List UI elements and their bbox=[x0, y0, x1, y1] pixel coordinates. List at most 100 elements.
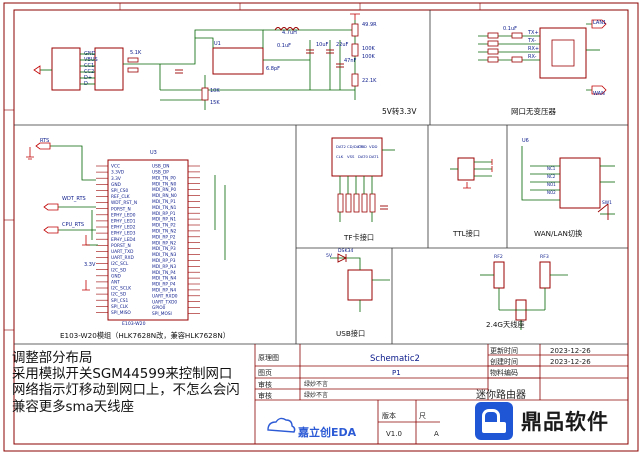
frame-ruler bbox=[4, 3, 481, 331]
tb-update-time: 2023-12-26 bbox=[550, 347, 591, 355]
watermark-text: 鼎品软件 bbox=[521, 410, 609, 434]
usb-wires bbox=[40, 53, 161, 90]
r-10k-label: 100K bbox=[362, 46, 376, 52]
buck-value-labels: 49.9R 100K 100K 22.1K 0.1uF 10uF 22uF 47… bbox=[210, 22, 377, 106]
svg-text:NC1: NC1 bbox=[547, 166, 556, 171]
antenna-connectors[interactable] bbox=[493, 261, 551, 321]
tb-label-update: 更新时间 bbox=[490, 346, 518, 355]
eda-logo-text: 嘉立创EDA bbox=[297, 425, 357, 439]
module-gnd-symbols bbox=[26, 147, 90, 291]
tf-pin-label: CLK bbox=[336, 154, 344, 159]
chip-name: E103-W20 bbox=[122, 321, 146, 327]
tf-card-socket[interactable] bbox=[331, 137, 383, 177]
antenna-wires bbox=[480, 274, 568, 330]
ttl-connector[interactable] bbox=[457, 157, 475, 181]
cc-r-label: 5.1K bbox=[130, 50, 142, 56]
tf-resistor-array bbox=[337, 193, 376, 213]
chip-pin-label: I2C_SD bbox=[111, 267, 127, 273]
usb-port[interactable] bbox=[347, 269, 373, 301]
usb-diode-label: DSK34 bbox=[338, 248, 353, 254]
tb-name: Schematic2 bbox=[370, 354, 420, 364]
u6-ref: U6 bbox=[522, 138, 529, 144]
chip-pin-label: ANT bbox=[111, 280, 120, 286]
chip-pin-label: I2C_SD bbox=[111, 292, 127, 298]
r-15k-label: 15K bbox=[210, 100, 220, 106]
rj45-pin-1: TX- bbox=[527, 38, 536, 44]
cap-10-label: 10uF bbox=[316, 42, 329, 48]
tf-pin-label: DAT1 bbox=[369, 154, 379, 159]
chip-pin-label: MDI_RN_P0 bbox=[152, 187, 176, 193]
buck-section[interactable] bbox=[212, 47, 264, 75]
chip-right-pins: USB_DNUSB_DPMDI_TN_P0MDI_TN_N0MDI_RN_P0M… bbox=[152, 164, 200, 317]
tb-page: P1 bbox=[392, 369, 401, 377]
u3-ref: U3 bbox=[150, 150, 157, 156]
cc-resistors bbox=[127, 57, 139, 73]
svg-text:NC2: NC2 bbox=[547, 174, 556, 179]
chip-pin-label: MDI_TN_P2 bbox=[152, 223, 176, 229]
tb-size: A bbox=[434, 430, 439, 438]
chip-left-pins: VCC3.3VD3.3VGNDSPI_CS0REF_CLKWDT_RST_NPO… bbox=[96, 164, 137, 316]
chip-pin-label: MDI_RP_P3 bbox=[152, 258, 176, 264]
module-net-labels: RTS WDT_RTS CPU_RTS 3.3V bbox=[40, 138, 96, 268]
r-49-label: 49.9R bbox=[362, 22, 377, 28]
chip-pin-label: 3.3V bbox=[111, 176, 121, 182]
chip-pin-label: REF_CLK bbox=[111, 194, 130, 200]
cap-01-label: 0.1uF bbox=[277, 43, 291, 49]
ttl-wires bbox=[450, 161, 492, 177]
tf-pin-label: CMD bbox=[358, 144, 367, 149]
rf3-ref: RF3 bbox=[540, 254, 549, 260]
r-100k-label: 100K bbox=[362, 54, 376, 60]
net-lan1: LAN1 bbox=[593, 20, 606, 26]
wan-lan-wires bbox=[521, 146, 615, 215]
chip-pin-label: UART_TXD bbox=[111, 249, 134, 255]
chip-pin-label: SPI_MOSI bbox=[152, 311, 172, 317]
ttl-section-title: TTL接口 bbox=[452, 229, 480, 238]
tb-label-partno: 物料编码 bbox=[490, 368, 518, 377]
tf-pin-label: DAT0 bbox=[358, 154, 368, 159]
note-line-4: 兼容更多sma天线座 bbox=[12, 399, 134, 415]
title-block-text: 原理图 图页 审核 审核 更新时间 创建时间 物料编码 版本 尺 bbox=[258, 346, 518, 420]
usb-c-connector[interactable] bbox=[51, 47, 124, 91]
tb-review-1: 绿妙不言 bbox=[304, 380, 328, 388]
tf-pin-label: VDD bbox=[369, 144, 378, 149]
buck-inductor bbox=[274, 27, 300, 31]
tb-label-page: 图页 bbox=[258, 369, 272, 377]
chip-pin-label: I2C_SCL bbox=[111, 261, 129, 267]
rj45-pin-3: RX- bbox=[528, 54, 537, 60]
ttl-flags bbox=[463, 159, 493, 189]
l1-ref: 4.7uH bbox=[282, 30, 297, 36]
wifi-module-chip[interactable] bbox=[107, 159, 189, 321]
tb-create-time: 2023-12-26 bbox=[550, 358, 591, 366]
u1-ref: U1 bbox=[214, 41, 221, 47]
rj45-net-flags bbox=[591, 19, 607, 95]
antenna-section-title: 2.4G天线座 bbox=[486, 320, 525, 329]
section-dividers bbox=[14, 10, 628, 345]
buck-wires bbox=[160, 20, 356, 110]
net-wdt-rts: WDT_RTS bbox=[62, 196, 86, 202]
svg-text:NO1: NO1 bbox=[547, 182, 556, 187]
usb-section-title: USB接口 bbox=[336, 329, 365, 338]
edit-notes: 调整部分布局 采用模拟开关SGM44599来控制网口 网络指示灯移动到网口上，不… bbox=[12, 351, 282, 416]
tb-label-name: 原理图 bbox=[258, 354, 279, 362]
cap-ind-label: 6.8pF bbox=[266, 66, 280, 72]
cap-47-label: 47nF bbox=[344, 58, 357, 64]
left-gnd-flag bbox=[33, 65, 41, 75]
rj45-connector[interactable] bbox=[539, 27, 587, 79]
tf-pin-label: CD/DAT3 bbox=[347, 144, 364, 149]
sw1-ref: SW1 bbox=[602, 200, 612, 206]
rf2-ref: RF2 bbox=[494, 254, 503, 260]
chip-pin-label: SPI_CS1 bbox=[111, 298, 128, 304]
svg-text:NO2: NO2 bbox=[547, 190, 556, 195]
chip-pin-label: PORST_N bbox=[111, 206, 131, 212]
wan-lan-toggle[interactable] bbox=[597, 203, 609, 220]
chip-pin-label: MDI_TN_N0 bbox=[152, 181, 177, 187]
wan-lan-switch-ic[interactable] bbox=[559, 157, 601, 209]
tf-wires bbox=[339, 149, 395, 222]
chip-pin-label: UART_RXD bbox=[111, 255, 134, 261]
chip-pin-label: UART_RXD0 bbox=[152, 293, 178, 299]
tb-label-review-2: 审核 bbox=[258, 391, 272, 400]
chip-pin-label: GPIO0 bbox=[152, 305, 166, 311]
r-22k-label: 22.1K bbox=[362, 78, 377, 84]
